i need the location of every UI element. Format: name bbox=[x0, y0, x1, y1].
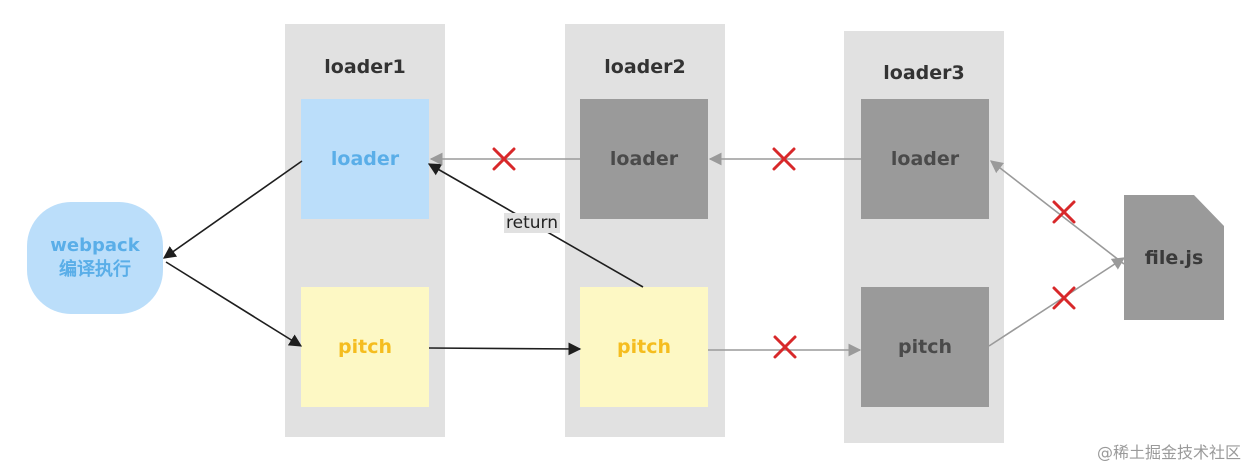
webpack-sublabel: 编译执行 bbox=[59, 259, 131, 280]
file-shape bbox=[1124, 195, 1224, 320]
cross-icon bbox=[1052, 200, 1076, 224]
edge-webpack-to-pitch1 bbox=[165, 261, 303, 347]
cross-icon bbox=[1052, 286, 1076, 310]
loader3-pitch-node: pitch bbox=[861, 287, 989, 407]
loader3-title: loader3 bbox=[883, 62, 965, 84]
loader1-loader-node: loader bbox=[301, 99, 429, 219]
edge-pitch1-to-pitch2 bbox=[428, 342, 582, 356]
cross-icon bbox=[772, 147, 796, 171]
watermark: @稀土掘金技术社区 bbox=[1096, 443, 1241, 462]
edge-pitch3-to-file bbox=[988, 257, 1126, 347]
cross-icon bbox=[492, 147, 516, 171]
webpack-node: webpack 编译执行 bbox=[27, 202, 163, 314]
loader1-title: loader1 bbox=[324, 56, 406, 78]
edge-loader1-to-webpack bbox=[162, 160, 303, 259]
loader2-title: loader2 bbox=[604, 56, 686, 78]
webpack-label: webpack bbox=[50, 235, 140, 256]
loader3-loader-node: loader bbox=[861, 99, 989, 219]
loader2-pitch-node: pitch bbox=[580, 287, 708, 407]
edge-file-to-loader3 bbox=[989, 160, 1125, 265]
cross-icon bbox=[773, 335, 797, 359]
loader2-loader-node: loader bbox=[580, 99, 708, 219]
loader1-pitch-node: pitch bbox=[301, 287, 429, 407]
file-node-label: file.js bbox=[1144, 247, 1204, 269]
return-edge-label: return bbox=[504, 213, 560, 233]
